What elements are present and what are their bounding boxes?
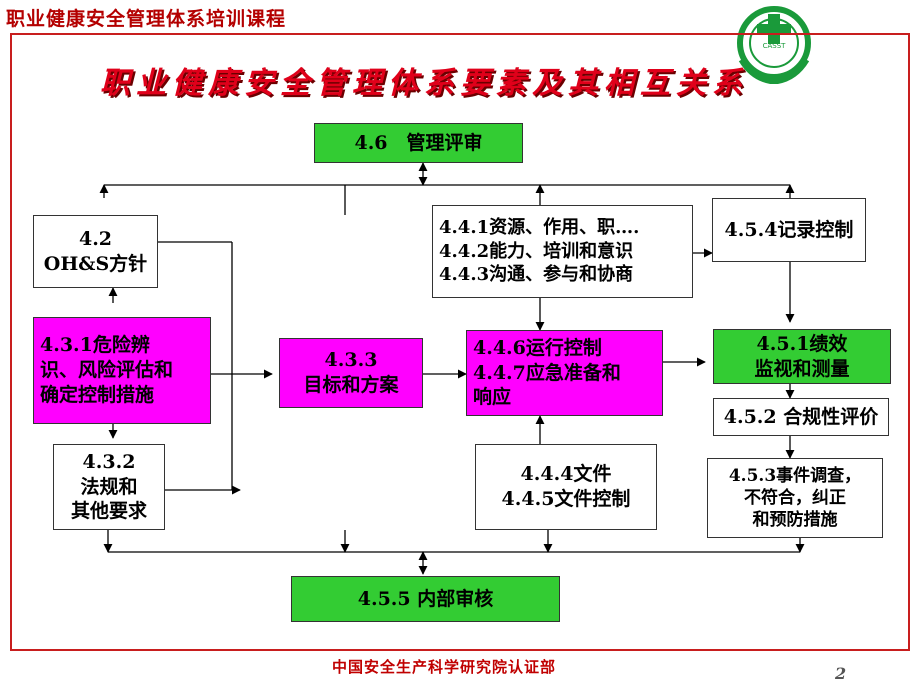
casst-logo: CASST (737, 6, 811, 84)
box-incident-investigation: 4.5.3事件调查， 不符合，纠正 和预防措施 (707, 458, 883, 538)
box-operational-control: 4.4.6运行控制 4.4.7应急准备和 响应 (466, 330, 663, 416)
box-objectives-programmes: 4.3.3 目标和方案 (279, 338, 423, 408)
box-line: 4.5.1绩效 (756, 332, 848, 355)
box-performance-monitoring: 4.5.1绩效 监视和测量 (713, 329, 891, 384)
box-line: 法规和 (80, 475, 138, 498)
box-legal-requirements: 4.3.2 法规和 其他要求 (53, 444, 165, 530)
box-ohs-policy: 4.2 OH&S方针 (33, 215, 158, 288)
box-line: 目标和方案 (303, 374, 399, 396)
box-resources-competence: 4.4.1资源、作用、职…. 4.4.2能力、培训和意识 4.4.3沟通、参与和… (432, 205, 693, 298)
box-management-review: 4.6 管理评审 (314, 123, 523, 163)
box-line: 4.4.4文件 (520, 463, 612, 486)
box-line: 4.6 管理评审 (354, 131, 483, 154)
box-line: 4.4.3沟通、参与和协商 (439, 264, 634, 286)
box-line: 4.4.5文件控制 (501, 488, 631, 510)
box-line: 不符合，纠正 (744, 487, 846, 508)
slide-frame (10, 33, 910, 651)
box-line: 4.5.5 内部审核 (357, 587, 494, 610)
box-line: 监视和测量 (754, 357, 850, 380)
logo-text: CASST (763, 42, 787, 50)
box-line: 其他要求 (70, 500, 147, 523)
box-internal-audit: 4.5.5 内部审核 (291, 576, 560, 622)
box-line: 4.5.2 合规性评价 (723, 405, 879, 428)
box-line: 4.5.3事件调查， (728, 465, 862, 486)
box-line: 4.3.2 (82, 450, 136, 473)
box-line: 响应 (473, 386, 512, 409)
box-line: 4.4.1资源、作用、职…. (439, 217, 640, 239)
box-records-control: 4.5.4记录控制 (712, 198, 866, 262)
footer-organization: 中国安全生产科学研究院认证部 (332, 658, 557, 676)
box-compliance-evaluation: 4.5.2 合规性评价 (713, 398, 889, 436)
box-line: 4.2 (78, 227, 113, 250)
box-line: 识、风险评估和 (40, 359, 174, 382)
box-line: OH&S方针 (43, 252, 148, 275)
box-line: 4.5.4记录控制 (724, 218, 854, 241)
box-hazard-identification: 4.3.1危险辨 识、风险评估和 确定控制措施 (33, 317, 211, 424)
box-line: 4.3.1危险辨 (40, 334, 150, 357)
page-number: 2 (835, 664, 847, 683)
green-cross-wreath-logo (737, 6, 811, 84)
box-line: 4.4.6运行控制 (473, 336, 602, 359)
box-documentation: 4.4.4文件 4.4.5文件控制 (475, 444, 657, 530)
box-line: 4.4.2能力、培训和意识 (439, 240, 634, 262)
diagram-title: 职业健康安全管理体系要素及其相互关系 (100, 66, 748, 101)
box-line: 4.4.7应急准备和 (473, 361, 621, 384)
box-line: 和预防措施 (752, 510, 838, 531)
box-line: 确定控制措施 (40, 383, 155, 406)
course-title: 职业健康安全管理体系培训课程 (6, 8, 287, 30)
box-line: 4.3.3 (324, 349, 378, 372)
